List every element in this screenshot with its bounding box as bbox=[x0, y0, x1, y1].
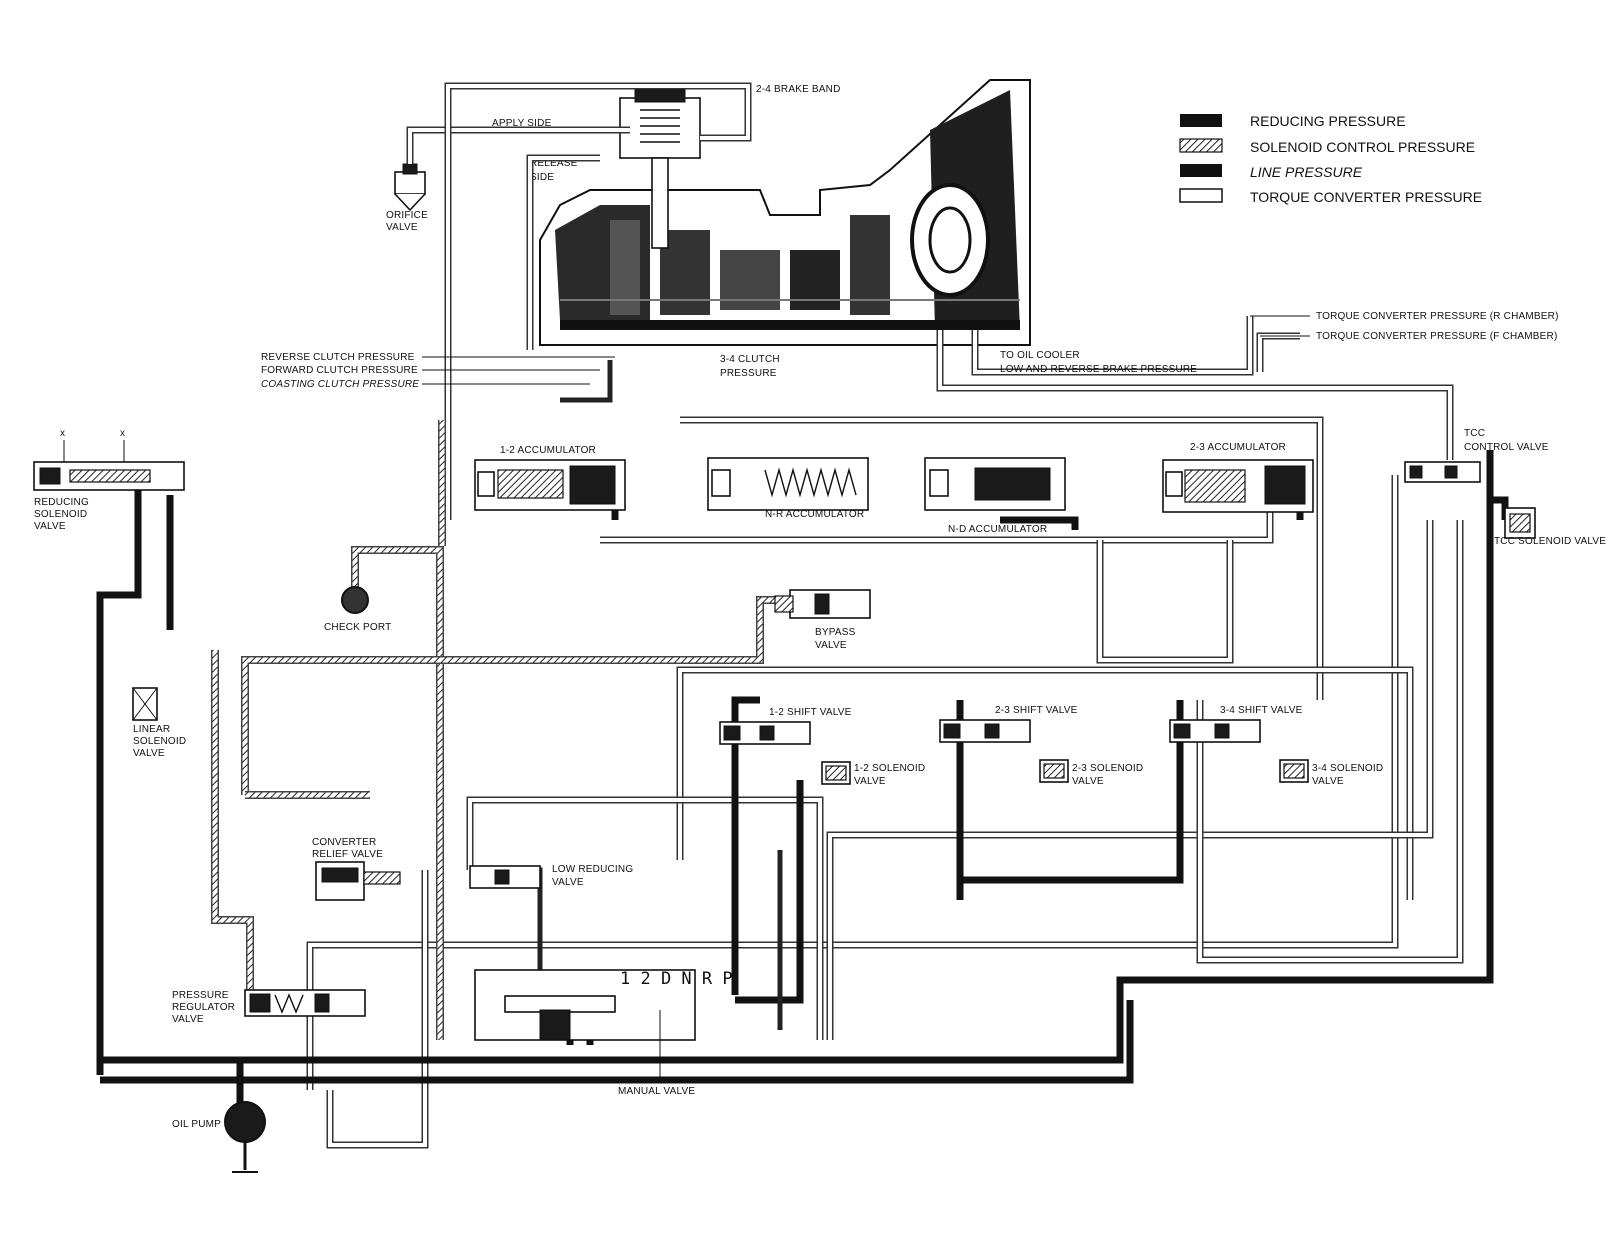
legend-solenoid: SOLENOID CONTROL PRESSURE bbox=[1250, 139, 1475, 155]
label-shift12: 1-2 SHIFT VALVE bbox=[769, 707, 852, 718]
label-reducing-sol-2: SOLENOID bbox=[34, 509, 87, 520]
oil-pump-icon bbox=[224, 1101, 266, 1173]
label-linear-1: LINEAR bbox=[133, 724, 170, 735]
label-low-reverse: LOW AND REVERSE BRAKE PRESSURE bbox=[1000, 364, 1197, 375]
brake-band-servo bbox=[619, 89, 701, 249]
converter-relief-valve-icon bbox=[315, 861, 401, 901]
label-sol12-2: VALVE bbox=[854, 776, 886, 787]
label-orifice-1: ORIFICE bbox=[386, 210, 428, 221]
legend-reducing: REDUCING PRESSURE bbox=[1250, 113, 1406, 129]
label-reducing-sol-3: VALVE bbox=[34, 521, 66, 532]
legend: REDUCING PRESSURE SOLENOID CONTROL PRESS… bbox=[1179, 113, 1482, 205]
label-tc-r: TORQUE CONVERTER PRESSURE (R CHAMBER) bbox=[1316, 311, 1559, 322]
tcc-solenoid-valve-icon bbox=[1490, 496, 1536, 539]
label-pressure-reg-3: VALVE bbox=[172, 1014, 204, 1025]
label-sol34-2: VALVE bbox=[1312, 776, 1344, 787]
label-acc-nd: N-D ACCUMULATOR bbox=[948, 524, 1047, 535]
label-to-oil-cooler: TO OIL COOLER bbox=[1000, 350, 1080, 361]
solenoid-2-3-icon bbox=[1039, 759, 1069, 783]
legend-swatch-solenoid bbox=[1179, 138, 1223, 153]
manual-valve-icon bbox=[474, 969, 696, 1080]
label-shift34: 3-4 SHIFT VALVE bbox=[1220, 705, 1303, 716]
label-tcc-control-1: TCC bbox=[1464, 428, 1485, 439]
label-clutch34-1: 3-4 CLUTCH bbox=[720, 354, 780, 365]
legend-swatch-line bbox=[1180, 164, 1222, 177]
label-bypass-2: VALVE bbox=[815, 640, 847, 651]
label-pressure-reg-1: PRESSURE bbox=[172, 990, 229, 1001]
shift-valve-1-2 bbox=[719, 721, 811, 745]
label-reducing-sol-1: REDUCING bbox=[34, 497, 89, 508]
pressure-regulator-valve-icon bbox=[244, 989, 366, 1017]
label-clutch34-2: PRESSURE bbox=[720, 368, 777, 379]
legend-swatch-torque bbox=[1179, 188, 1223, 203]
label-linear-2: SOLENOID bbox=[133, 736, 186, 747]
reducing-solenoid-valve-icon bbox=[33, 440, 185, 491]
label-pressure-reg-2: REGULATOR bbox=[172, 1002, 235, 1013]
solenoid-1-2-icon bbox=[821, 761, 851, 785]
label-acc23: 2-3 ACCUMULATOR bbox=[1190, 442, 1286, 453]
accumulator-1-2 bbox=[474, 459, 626, 511]
legend-torque: TORQUE CONVERTER PRESSURE bbox=[1250, 189, 1482, 205]
solenoid-3-4-icon bbox=[1279, 759, 1309, 783]
accumulator-n-r bbox=[707, 457, 869, 511]
check-port-icon bbox=[341, 586, 369, 614]
label-check-port: CHECK PORT bbox=[324, 622, 391, 633]
label-manual-valve: MANUAL VALVE bbox=[618, 1086, 695, 1097]
x-mark-1: x bbox=[60, 428, 65, 439]
label-low-reducing-2: VALVE bbox=[552, 877, 584, 888]
label-sol34-1: 3-4 SOLENOID bbox=[1312, 763, 1383, 774]
transmission-section bbox=[539, 79, 1031, 346]
accumulator-2-3 bbox=[1162, 459, 1314, 513]
linear-solenoid-valve-icon bbox=[132, 687, 158, 721]
tcc-control-valve-icon bbox=[1404, 461, 1481, 483]
manual-positions: 1 2 D N R P bbox=[620, 969, 733, 989]
label-tcc-solenoid: TCC SOLENOID VALVE bbox=[1494, 536, 1606, 547]
accumulator-n-d bbox=[924, 457, 1066, 511]
label-release-side-2: SIDE bbox=[530, 172, 554, 183]
torque-converter-lines bbox=[306, 82, 1464, 1149]
label-sol23-1: 2-3 SOLENOID bbox=[1072, 763, 1143, 774]
label-sol23-2: VALVE bbox=[1072, 776, 1104, 787]
label-conv-relief-2: RELIEF VALVE bbox=[312, 849, 383, 860]
shift-valve-3-4 bbox=[1169, 719, 1261, 743]
bypass-valve-icon bbox=[774, 589, 871, 619]
label-oil-pump: OIL PUMP bbox=[172, 1119, 221, 1130]
label-tc-f: TORQUE CONVERTER PRESSURE (F CHAMBER) bbox=[1316, 331, 1558, 342]
solenoid-control-lines bbox=[211, 420, 800, 1040]
label-sol12-1: 1-2 SOLENOID bbox=[854, 763, 925, 774]
low-reducing-valve-icon bbox=[469, 865, 541, 889]
label-reverse-clutch: REVERSE CLUTCH PRESSURE bbox=[261, 352, 415, 363]
x-mark-2: x bbox=[120, 428, 125, 439]
label-forward-clutch: FORWARD CLUTCH PRESSURE bbox=[261, 365, 418, 376]
shift-valve-2-3 bbox=[939, 719, 1031, 743]
label-shift23: 2-3 SHIFT VALVE bbox=[995, 705, 1078, 716]
label-coasting-clutch: COASTING CLUTCH PRESSURE bbox=[261, 379, 419, 390]
label-brake-band: 2-4 BRAKE BAND bbox=[756, 84, 841, 95]
label-bypass-1: BYPASS bbox=[815, 627, 856, 638]
label-tcc-control-2: CONTROL VALVE bbox=[1464, 442, 1549, 453]
label-orifice-2: VALVE bbox=[386, 222, 418, 233]
label-linear-3: VALVE bbox=[133, 748, 165, 759]
legend-swatch-reducing bbox=[1180, 114, 1222, 127]
label-release-side-1: RELEASE bbox=[530, 158, 578, 169]
orifice-valve-icon bbox=[394, 163, 426, 212]
label-acc-nr: N-R ACCUMULATOR bbox=[765, 509, 864, 520]
label-apply-side: APPLY SIDE bbox=[492, 118, 552, 129]
legend-line: LINE PRESSURE bbox=[1250, 164, 1363, 180]
label-acc12: 1-2 ACCUMULATOR bbox=[500, 445, 596, 456]
label-low-reducing-1: LOW REDUCING bbox=[552, 864, 633, 875]
label-conv-relief-1: CONVERTER bbox=[312, 837, 376, 848]
